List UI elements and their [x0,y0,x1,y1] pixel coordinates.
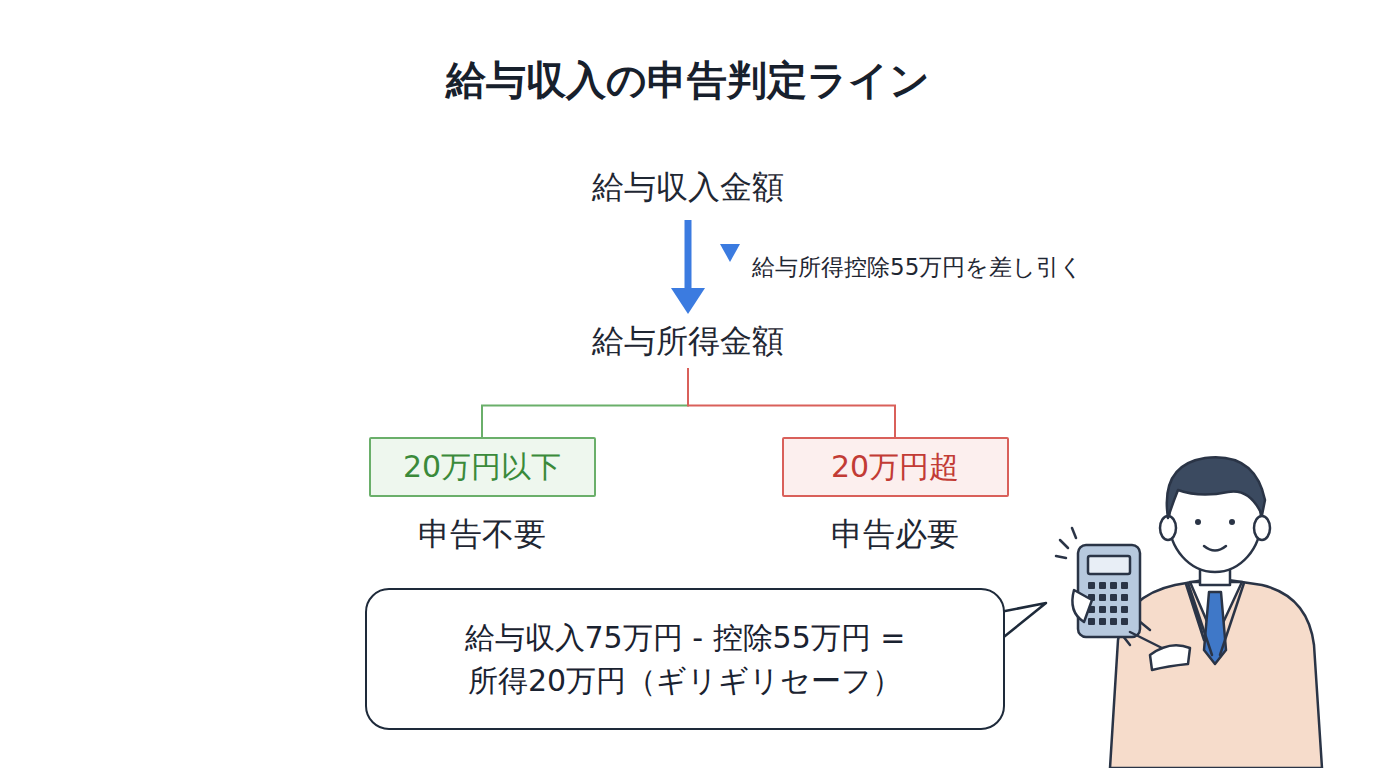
calculator-key [1121,606,1128,613]
calculator-key [1088,582,1095,589]
speech-bubble: 給与収入75万円 - 控除55万円 = 所得20万円（ギリギリセーフ） [365,588,1005,730]
bubble-text: 給与収入75万円 - 控除55万円 = 所得20万円（ギリギリセーフ） [450,616,920,703]
businessman-illustration [1056,457,1322,768]
calculator-key [1121,594,1128,601]
result-text: 申告必要 [782,513,1009,557]
calculator-key [1121,618,1128,625]
calculator-key [1099,582,1106,589]
connector [671,220,705,314]
threshold-box: 20万円超 [782,437,1009,497]
calculator-key [1099,606,1106,613]
arrow-head [671,288,705,314]
amount-node: 給与収入金額 [582,162,794,214]
calculator-key [1110,606,1117,613]
calculator-key [1099,618,1106,625]
connector-line [688,368,895,437]
judgement-box: 20万円以下申告不要 [369,437,596,557]
edge-label: 給与所得控除55万円を差し引く [750,252,1085,283]
calculator-key [1088,618,1095,625]
threshold-box: 20万円以下 [369,437,596,497]
amount-label: 給与所得金額 [582,316,794,368]
connector-line [482,368,688,437]
diagram-title: 給与収入の申告判定ライン [446,53,930,108]
calculator-key [1110,618,1117,625]
threshold-text: 20万円以下 [389,447,575,488]
calculator-key [1110,582,1117,589]
amount-label: 給与収入金額 [582,162,794,214]
connector [688,368,895,437]
judgement-box: 20万円超申告必要 [782,437,1009,557]
connector [482,368,688,437]
connector-line [685,220,692,294]
bubble-tail [1000,603,1046,640]
calculator-key [1110,594,1117,601]
calculator-key [1099,594,1106,601]
calculator-key [1121,582,1128,589]
triangle-marker [720,244,740,262]
result-text: 申告不要 [369,513,596,557]
amount-node: 給与所得金額 [582,316,794,368]
threshold-text: 20万円超 [817,447,973,488]
